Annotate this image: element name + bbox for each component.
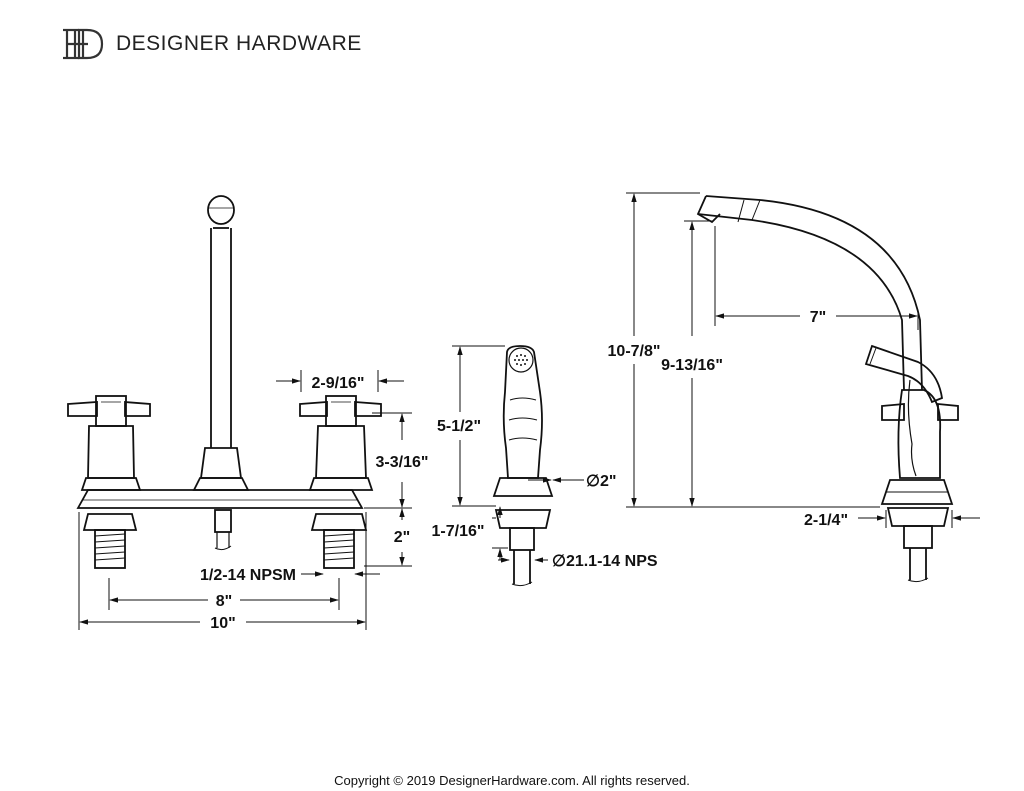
- dim-sprayer-thread: ∅21.1-14 NPS: [552, 553, 658, 570]
- side-view-dimensions: [626, 192, 980, 528]
- dim-sprayer-height: 5-1/2": [437, 418, 481, 435]
- dim-thread: 1/2-14 NPSM: [200, 567, 296, 584]
- side-sprayer: [492, 345, 554, 587]
- dim-center-spacing: 8": [216, 593, 232, 610]
- front-view-faucet: [67, 195, 382, 569]
- dim-spout-reach: 7": [810, 309, 826, 326]
- dim-overall-height: 10-7/8": [608, 343, 661, 360]
- dim-spout-height: 9-13/16": [661, 357, 723, 374]
- front-view-dimensions: [78, 370, 412, 630]
- dimension-labels: 2-9/16" 3-3/16" 2" 1/2-14 NPSM 8" 10" 5-…: [200, 309, 848, 632]
- copyright-footer: Copyright © 2019 DesignerHardware.com. A…: [334, 773, 690, 788]
- brand-name: DESIGNER HARDWARE: [116, 32, 362, 55]
- dim-shank-length: 2": [394, 529, 410, 546]
- dim-sprayer-diameter: ∅2": [586, 473, 616, 490]
- dh-monogram-icon: [63, 28, 104, 60]
- dim-base-offset: 2-1/4": [804, 512, 848, 529]
- dim-handle-height: 3-3/16": [376, 454, 429, 471]
- brand-header: DESIGNER HARDWARE: [62, 26, 362, 62]
- dim-sprayer-shank: 1-7/16": [432, 523, 485, 540]
- side-view-faucet: [696, 195, 959, 583]
- dim-overall-width: 10": [210, 615, 235, 632]
- dim-handle-spacing: 2-9/16": [312, 375, 365, 392]
- sprayer-dimensions: [452, 345, 584, 563]
